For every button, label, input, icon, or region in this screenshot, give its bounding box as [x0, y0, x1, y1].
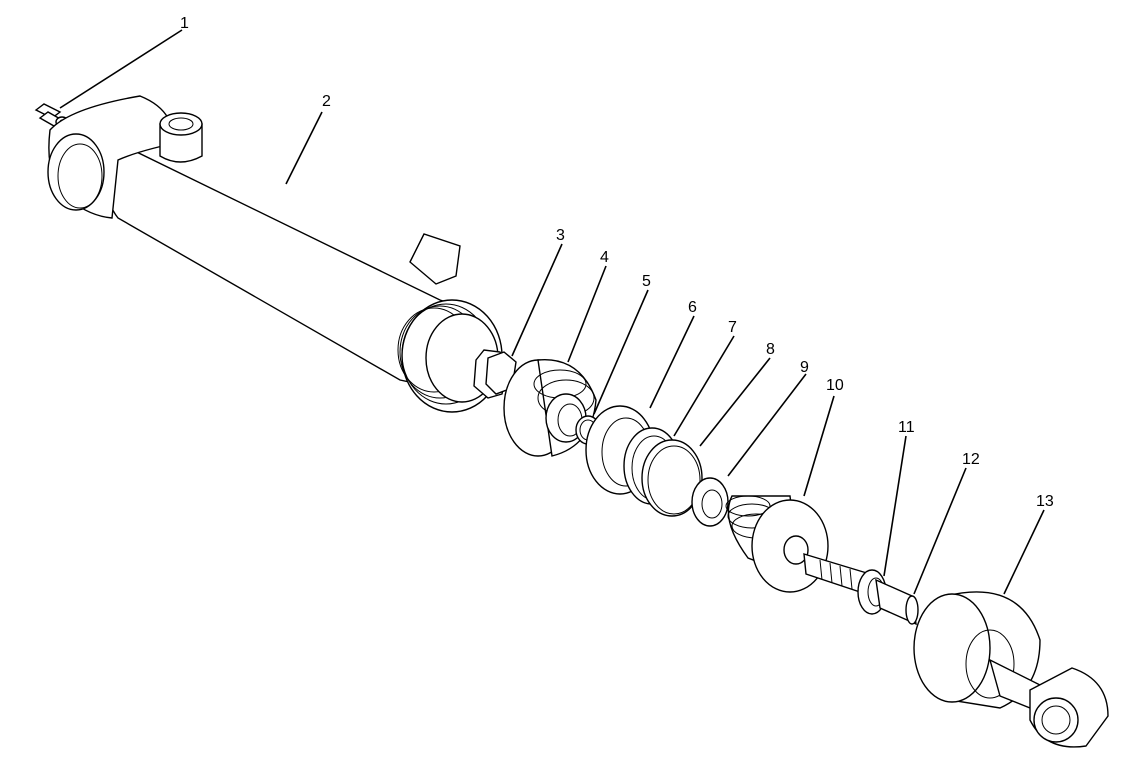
part-9-wiper: [691, 477, 729, 527]
leader-4: [567, 265, 607, 363]
callout-10: 10: [826, 377, 844, 394]
leader-13: [1003, 509, 1045, 595]
leader-2: [285, 111, 323, 185]
callout-labels: 1 2 3 4 5 6 7 8 9 10 11 12 13: [180, 15, 1054, 510]
callout-9: 9: [800, 359, 809, 376]
part-12-rod: [875, 578, 919, 626]
part-11-collar: [803, 553, 887, 615]
callout-3: 3: [556, 227, 565, 244]
leader-3: [511, 243, 563, 357]
leader-5: [593, 289, 649, 415]
leader-7: [673, 335, 735, 437]
part-10-piston: [725, 495, 829, 593]
callout-13: 13: [1036, 493, 1054, 510]
leader-lines: [59, 29, 1045, 595]
leader-8: [699, 357, 771, 447]
callout-5: 5: [642, 273, 651, 290]
leader-12: [913, 467, 967, 595]
callout-2: 2: [322, 93, 331, 110]
callout-4: 4: [600, 249, 609, 266]
callout-1: 1: [180, 15, 189, 32]
callout-6: 6: [688, 299, 697, 316]
part-2-cylinder-barrel: [47, 95, 503, 413]
leader-6: [649, 315, 695, 409]
callout-11: 11: [898, 419, 915, 436]
leader-1: [59, 29, 183, 109]
part-13-rod-end: [913, 591, 1109, 748]
callout-7: 7: [728, 319, 737, 336]
callout-8: 8: [766, 341, 775, 358]
part-8-o-ring: [641, 439, 703, 517]
leader-10: [803, 395, 835, 497]
leader-9: [727, 373, 807, 477]
callout-12: 12: [962, 451, 980, 468]
leader-11: [883, 435, 907, 577]
